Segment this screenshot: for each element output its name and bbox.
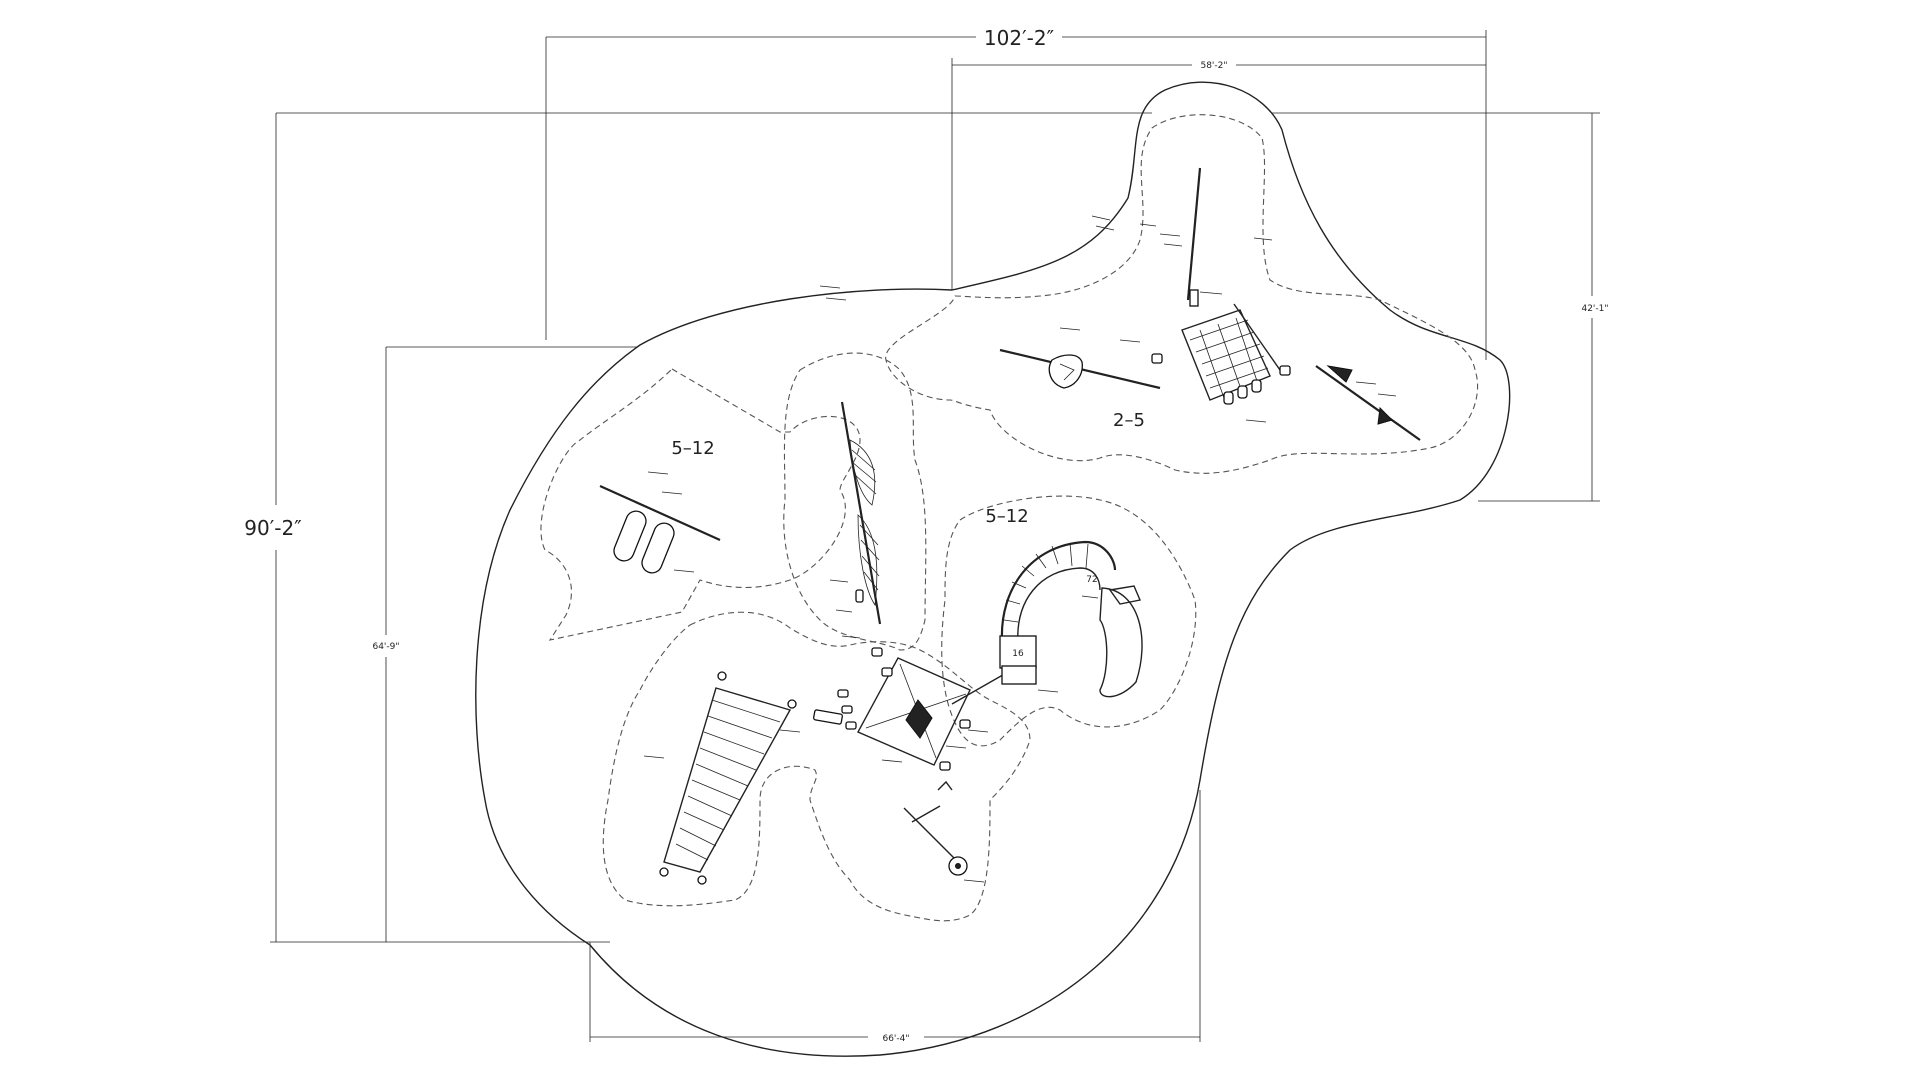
toddler-walk-climber xyxy=(1151,303,1291,405)
dim-bottom-width: 66'-4" xyxy=(882,1034,909,1044)
site-boundary xyxy=(475,81,1511,1057)
dimension-labels: 102′-2″ 58'-2" 90′-2″ 64'-9" 42'-1" 66'-… xyxy=(244,26,1608,1044)
toddler-seesaw xyxy=(999,348,1161,390)
zone-boundary-slide xyxy=(941,495,1197,747)
dimension-lines xyxy=(270,30,1600,1042)
zone-label-left: 5–12 xyxy=(671,438,714,459)
dim-overall-width: 102′-2″ xyxy=(984,26,1054,50)
slide-number-label: 16 xyxy=(1012,649,1024,659)
dim-upper-width: 58'-2" xyxy=(1200,61,1227,71)
zone-boundary-2-5 xyxy=(885,114,1479,474)
safety-zones xyxy=(540,114,1479,922)
spinner xyxy=(903,780,968,876)
zone-boundary-left-5-12 xyxy=(540,368,861,641)
dim-right-height: 42'-1" xyxy=(1581,304,1608,314)
sensory-wall xyxy=(1186,167,1202,307)
zone-label-upper-right: 2–5 xyxy=(1113,410,1145,431)
zone-labels: 5–12 5–12 2–5 xyxy=(671,410,1145,527)
balance-climber xyxy=(813,647,1009,771)
slide-deck xyxy=(999,635,1037,669)
callout-marks xyxy=(643,215,1397,883)
zone-boundary-lower xyxy=(602,611,1031,922)
dim-left-height: 64'-9" xyxy=(372,642,399,652)
curved-slide: 16 72 xyxy=(999,540,1143,698)
zone-boundary-net-climber xyxy=(783,352,927,651)
dim-overall-height: 90′-2″ xyxy=(244,516,301,540)
swing-set xyxy=(599,484,721,574)
ladder-climber xyxy=(659,671,797,885)
net-climber xyxy=(840,401,882,625)
fox-rider xyxy=(1315,365,1421,441)
slide-height-label: 72 xyxy=(1086,575,1097,585)
zone-label-center: 5–12 xyxy=(985,506,1028,527)
